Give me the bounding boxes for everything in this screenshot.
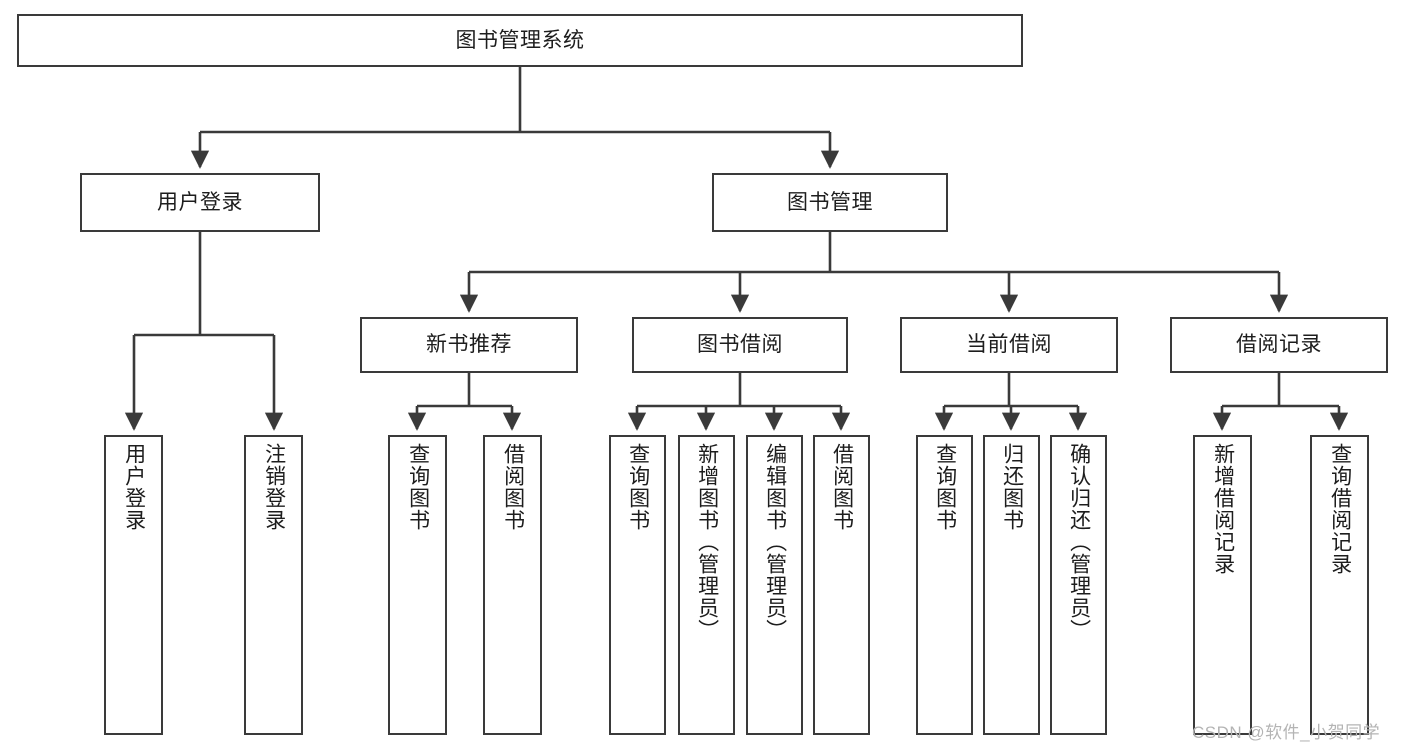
node-new-book-recommend[interactable]: 新书推荐 (360, 317, 578, 373)
leaf-node[interactable]: 用户登录 (104, 435, 163, 735)
leaf-node-label: 借阅图书 (830, 443, 854, 531)
csdn-watermark: CSDN @软件_小贺同学 (1192, 723, 1381, 742)
leaf-node-label: 查询图书 (406, 443, 430, 531)
leaf-node[interactable]: 确认归还（管理员） (1050, 435, 1107, 735)
leaf-node-label: 归还图书 (1000, 443, 1024, 531)
leaf-node[interactable]: 查询图书 (916, 435, 973, 735)
leaf-node-label: 确认归还（管理员） (1067, 443, 1091, 641)
leaf-node[interactable]: 借阅图书 (483, 435, 542, 735)
leaf-node-label: 注销登录 (262, 443, 286, 531)
node-current-borrow-label: 当前借阅 (966, 333, 1052, 357)
leaf-node[interactable]: 注销登录 (244, 435, 303, 735)
node-book-borrow[interactable]: 图书借阅 (632, 317, 848, 373)
leaf-node[interactable]: 查询图书 (388, 435, 447, 735)
leaf-node-label: 新增图书（管理员） (695, 443, 719, 641)
leaf-node[interactable]: 新增图书（管理员） (678, 435, 735, 735)
node-book-manage-label: 图书管理 (787, 190, 873, 214)
leaf-node-label: 用户登录 (122, 443, 146, 531)
node-book-manage[interactable]: 图书管理 (712, 173, 948, 232)
node-current-borrow[interactable]: 当前借阅 (900, 317, 1118, 373)
leaf-node-label: 编辑图书（管理员） (763, 443, 787, 641)
leaf-node[interactable]: 编辑图书（管理员） (746, 435, 803, 735)
node-borrow-record-label: 借阅记录 (1236, 333, 1322, 357)
node-root[interactable]: 图书管理系统 (17, 14, 1023, 67)
leaf-node-label: 借阅图书 (501, 443, 525, 531)
leaf-node[interactable]: 借阅图书 (813, 435, 870, 735)
leaf-node-label: 查询图书 (626, 443, 650, 531)
leaf-node-label: 查询借阅记录 (1328, 443, 1352, 575)
node-book-borrow-label: 图书借阅 (697, 333, 783, 357)
node-user-login[interactable]: 用户登录 (80, 173, 320, 232)
leaf-node[interactable]: 新增借阅记录 (1193, 435, 1252, 735)
leaf-node-label: 新增借阅记录 (1211, 443, 1235, 575)
node-root-label: 图书管理系统 (455, 28, 585, 52)
leaf-node-label: 查询图书 (933, 443, 957, 531)
node-borrow-record[interactable]: 借阅记录 (1170, 317, 1388, 373)
leaf-node[interactable]: 查询借阅记录 (1310, 435, 1369, 735)
leaf-node[interactable]: 归还图书 (983, 435, 1040, 735)
leaf-node[interactable]: 查询图书 (609, 435, 666, 735)
node-user-login-label: 用户登录 (157, 190, 243, 214)
node-new-book-recommend-label: 新书推荐 (426, 333, 512, 357)
